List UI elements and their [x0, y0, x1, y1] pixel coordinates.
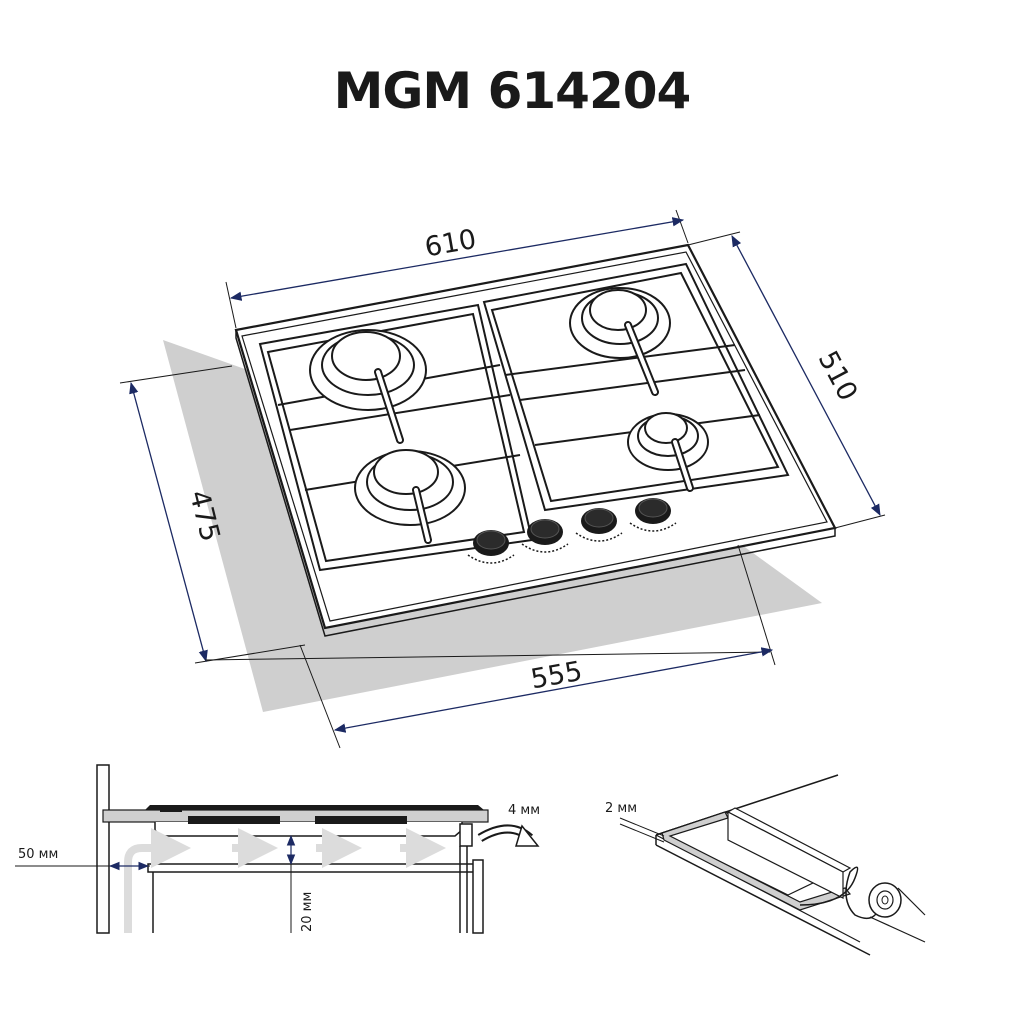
knob-2 — [521, 519, 569, 553]
knob-4 — [629, 498, 677, 532]
dimension-610: 610 — [225, 209, 689, 329]
knob-1 — [467, 530, 515, 564]
product-title: MGM 614204 — [333, 62, 692, 120]
burner-rear-left — [309, 329, 427, 444]
dimension-555: 555 — [204, 544, 776, 749]
seal-detail: 2 мм — [605, 774, 926, 956]
dimension-510-label: 510 — [812, 346, 864, 406]
wall-offset-label: 50 мм — [18, 847, 58, 862]
burner-front-left — [354, 449, 466, 544]
dimension-555-label: 555 — [528, 656, 584, 695]
dimension-610-label: 610 — [422, 224, 478, 263]
burner-front-right — [627, 412, 709, 492]
side-section: 50 мм 20 мм 4 мм — [15, 764, 540, 934]
gap-top-label: 4 мм — [508, 803, 540, 818]
vertical-gap-label: 20 мм — [300, 892, 315, 932]
control-knobs — [467, 498, 677, 564]
knob-3 — [575, 508, 623, 542]
seal-thickness-label: 2 мм — [605, 801, 637, 816]
